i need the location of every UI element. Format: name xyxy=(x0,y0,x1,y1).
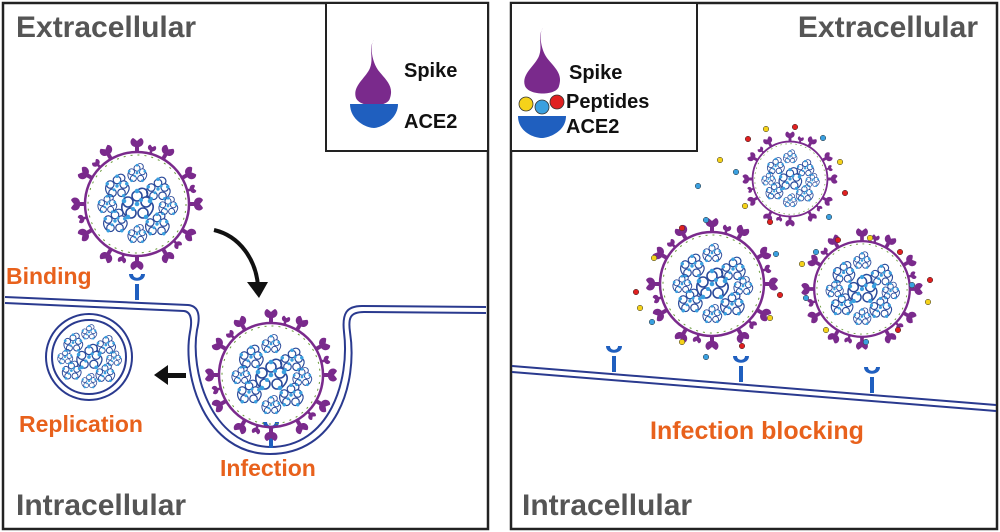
infection-to-replication-arrow xyxy=(154,365,186,385)
right-ace2-receptor xyxy=(733,356,749,382)
left-legend-ace2-label: ACE2 xyxy=(404,111,457,133)
left-intracellular-label: Intracellular xyxy=(16,489,186,522)
legend-spike-icon xyxy=(524,28,561,94)
blocked-virus xyxy=(646,218,778,350)
legend-ace2-icon xyxy=(518,116,566,138)
right-ace2-receptor xyxy=(864,367,880,393)
legend-ace2-icon xyxy=(350,104,398,128)
binding-label: Binding xyxy=(6,263,92,289)
replication-vesicle xyxy=(45,313,133,401)
left-panel-frame xyxy=(1,1,490,531)
right-legend-peptides-label: Peptides xyxy=(566,91,649,113)
legend-peptide-yellow-icon xyxy=(518,96,534,112)
legend-spike-icon xyxy=(355,40,392,106)
replication-label: Replication xyxy=(19,411,143,437)
right-legend-spike-label: Spike xyxy=(569,62,622,84)
legend-peptide-red-icon xyxy=(549,94,565,110)
right-legend-ace2-label: ACE2 xyxy=(566,116,619,138)
infection-blocking-label: Infection blocking xyxy=(650,417,864,445)
blocked-virus xyxy=(742,131,837,226)
left-legend-box xyxy=(325,2,489,152)
right-extracellular-label: Extracellular xyxy=(798,11,978,44)
legend-peptide-blue-icon xyxy=(534,99,550,115)
left-legend-spike-label: Spike xyxy=(404,60,457,82)
infection-virus xyxy=(205,309,337,441)
bound-peptides xyxy=(632,123,934,361)
binding-to-infection-arrow xyxy=(213,228,268,298)
infection-label: Infection xyxy=(220,455,316,481)
blocked-virus xyxy=(801,228,922,349)
right-intracellular-label: Intracellular xyxy=(522,489,692,522)
right-panel-frame xyxy=(509,1,999,531)
right-ace2-receptor xyxy=(606,346,622,372)
binding-ace2-receptor xyxy=(129,274,145,300)
binding-virus xyxy=(71,138,203,270)
left-extracellular-label: Extracellular xyxy=(16,11,196,44)
right-cell-membrane xyxy=(511,365,997,412)
